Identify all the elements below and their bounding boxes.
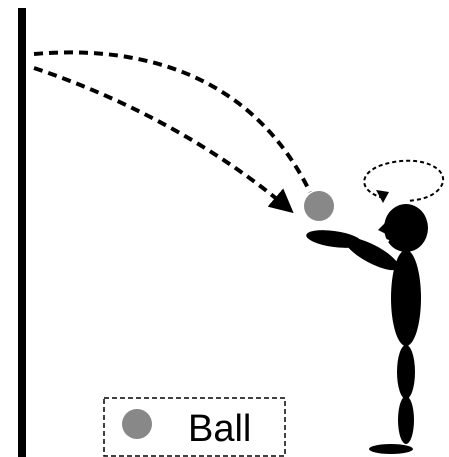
person-figure: [305, 204, 428, 454]
foot: [369, 444, 413, 454]
face: [378, 222, 386, 234]
trajectory-upper: [34, 52, 310, 192]
legend-label: Ball: [188, 408, 251, 450]
wall: [18, 8, 26, 457]
legend: Ball: [104, 398, 285, 456]
legend-ball-icon: [122, 409, 152, 439]
rotation-arrow-icon: [376, 190, 389, 203]
thigh: [397, 345, 415, 399]
trajectory-lower-arrow: [34, 68, 290, 210]
ball: [304, 191, 334, 221]
head: [384, 204, 428, 252]
shin: [398, 396, 414, 444]
rotation-indicator: [364, 161, 443, 201]
